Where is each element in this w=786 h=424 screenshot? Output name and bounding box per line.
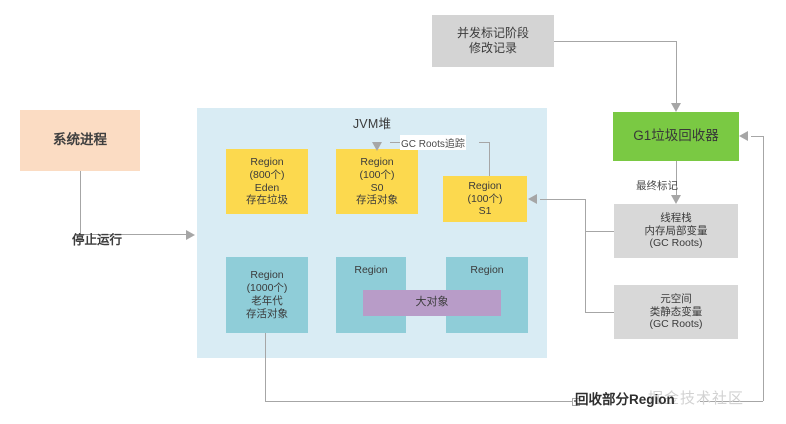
connector-recycle-to-g1 bbox=[751, 136, 763, 137]
arrow-recycle-into-g1 bbox=[739, 131, 748, 141]
arrow-into-heap bbox=[186, 230, 195, 240]
connector-gcroots-to-s1 bbox=[540, 199, 585, 200]
arrow-final-mark bbox=[671, 195, 681, 204]
connector-recycle-right-vertical bbox=[763, 136, 764, 401]
label-gc-roots-trace: GC Roots追踪 bbox=[400, 135, 466, 150]
connector-sysproc-horizontal bbox=[80, 234, 188, 235]
connector-gcroots-trunk bbox=[585, 199, 586, 312]
jvm-heap-title: JVM堆 bbox=[352, 117, 392, 131]
arrow-gcroots-into-s0 bbox=[372, 142, 382, 151]
connector-threadstack-left bbox=[585, 231, 614, 232]
connector-gcroots-left-stub bbox=[390, 142, 402, 143]
connector-recycle-horizontal bbox=[265, 401, 575, 402]
connector-recycle-endcap bbox=[572, 398, 580, 406]
connector-finalmark-vertical bbox=[676, 161, 677, 195]
connector-concmark-horizontal bbox=[554, 41, 676, 42]
thread-stack-gc-roots-box: 线程栈 内存局部变量 (GC Roots) bbox=[614, 204, 738, 258]
region-s0-box: Region (100个) S0 存活对象 bbox=[336, 149, 418, 214]
region-s1-box: Region (100个) S1 bbox=[443, 176, 527, 222]
connector-metaspace-left bbox=[585, 312, 614, 313]
connector-sysproc-vertical bbox=[80, 171, 81, 234]
region-old-generation-box: Region (1000个) 老年代 存活对象 bbox=[226, 257, 308, 333]
label-final-mark: 最终标记 bbox=[636, 180, 678, 192]
arrow-into-s1 bbox=[528, 194, 537, 204]
g1-garbage-collector-box: G1垃圾回收器 bbox=[613, 112, 739, 161]
concurrent-mark-record-box: 并发标记阶段 修改记录 bbox=[432, 15, 554, 67]
connector-recycle-vertical bbox=[265, 333, 266, 401]
label-recycle-regions: 回收部分Region bbox=[575, 392, 675, 407]
watermark-text: 掘金技术社区 bbox=[648, 390, 745, 407]
label-stop-running: 停止运行 bbox=[72, 233, 123, 247]
arrow-into-g1 bbox=[671, 103, 681, 112]
system-process-box: 系统进程 bbox=[20, 110, 140, 171]
metaspace-gc-roots-box: 元空间 类静态变量 (GC Roots) bbox=[614, 285, 738, 339]
connector-concmark-vertical bbox=[676, 41, 677, 103]
region-eden-box: Region (800个) Eden 存在垃圾 bbox=[226, 149, 308, 214]
connector-gcroots-down-s1 bbox=[489, 142, 490, 176]
big-object-box: 大对象 bbox=[363, 290, 501, 316]
connector-gcroots-right-stub bbox=[479, 142, 489, 143]
connector-recycle-right-horizontal bbox=[700, 401, 763, 402]
